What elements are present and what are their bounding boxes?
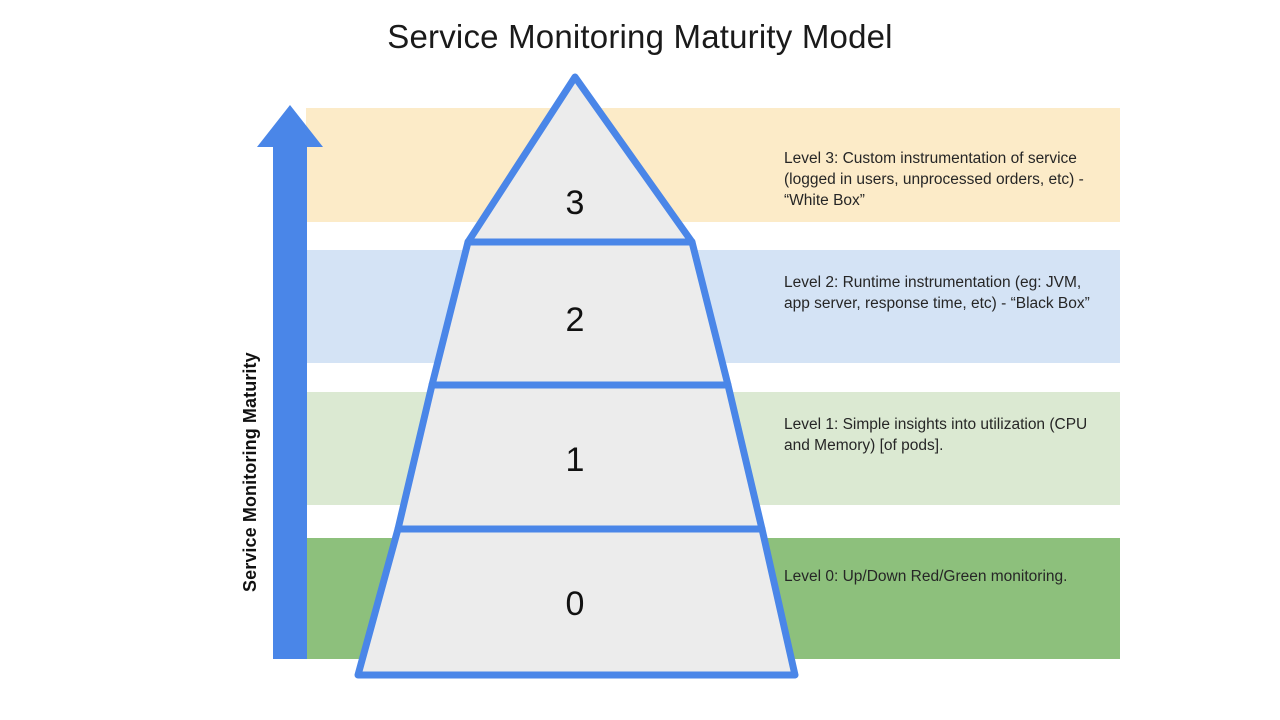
band-level-3	[306, 108, 1120, 222]
up-arrow-icon	[257, 105, 323, 659]
tier-number-1: 1	[565, 441, 585, 479]
pyramid-diagram	[354, 73, 799, 679]
tier-number-2: 2	[565, 301, 585, 339]
pyramid-tier-3	[464, 73, 696, 246]
level-2-description: Level 2: Runtime instrumentation (eg: JV…	[784, 274, 1090, 312]
tier-number-0: 0	[565, 585, 585, 623]
level-1-description: Level 1: Simple insights into utilizatio…	[784, 416, 1088, 454]
tier-number-3: 3	[565, 184, 585, 222]
level-0-description: Level 0: Up/Down Red/Green monitoring.	[784, 568, 1068, 585]
page-title: Service Monitoring Maturity Model	[387, 18, 893, 55]
level-3-description: Level 3: Custom instrumentation of servi…	[784, 150, 1084, 209]
